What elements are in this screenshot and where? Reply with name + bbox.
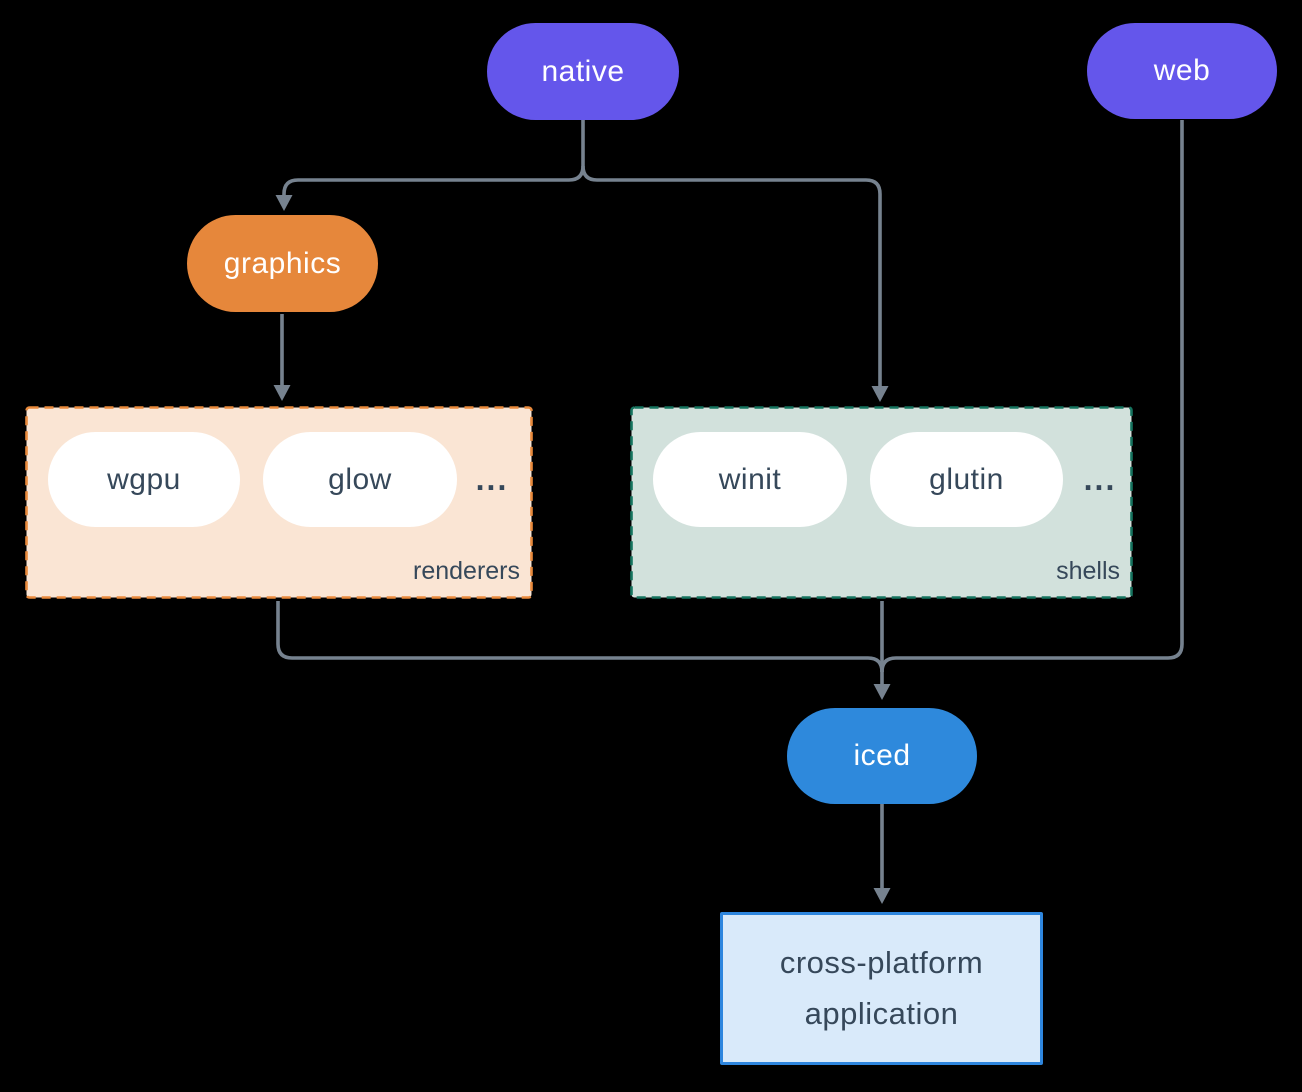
arrowhead-shells <box>871 386 889 402</box>
node-winit-label: winit <box>718 462 782 496</box>
arrowhead-iced <box>873 684 891 700</box>
renderers-group-label: renderers <box>413 557 520 585</box>
node-wgpu: wgpu <box>48 432 240 527</box>
node-winit: winit <box>653 432 847 527</box>
node-web-label: web <box>1153 54 1211 87</box>
node-web: web <box>1087 23 1277 119</box>
node-glutin-label: glutin <box>929 462 1004 496</box>
node-cross-platform-application: cross-platform application <box>720 912 1043 1065</box>
edge-renderers-to-merge <box>276 601 884 673</box>
node-wgpu-label: wgpu <box>107 462 181 496</box>
node-graphics-label: graphics <box>223 246 342 280</box>
application-label-line2: application <box>804 996 959 1031</box>
node-glow-label: glow <box>328 462 392 496</box>
node-iced-label: iced <box>853 739 911 772</box>
node-native: native <box>487 23 679 120</box>
shells-ellipsis: ... <box>1083 461 1117 497</box>
node-graphics: graphics <box>187 215 378 312</box>
shells-group-label: shells <box>1056 557 1120 585</box>
arrowhead-graphics <box>275 195 293 211</box>
renderers-ellipsis: ... <box>475 461 509 497</box>
node-glutin: glutin <box>870 432 1063 527</box>
edge-native-to-graphics <box>282 165 585 196</box>
edge-native-to-shells <box>581 165 882 387</box>
node-glow: glow <box>263 432 457 527</box>
node-iced: iced <box>787 708 977 804</box>
arrowhead-renderers <box>273 385 291 401</box>
arrowhead-application <box>873 888 891 904</box>
node-native-label: native <box>541 54 625 88</box>
application-label-line1: cross-platform <box>779 945 984 980</box>
